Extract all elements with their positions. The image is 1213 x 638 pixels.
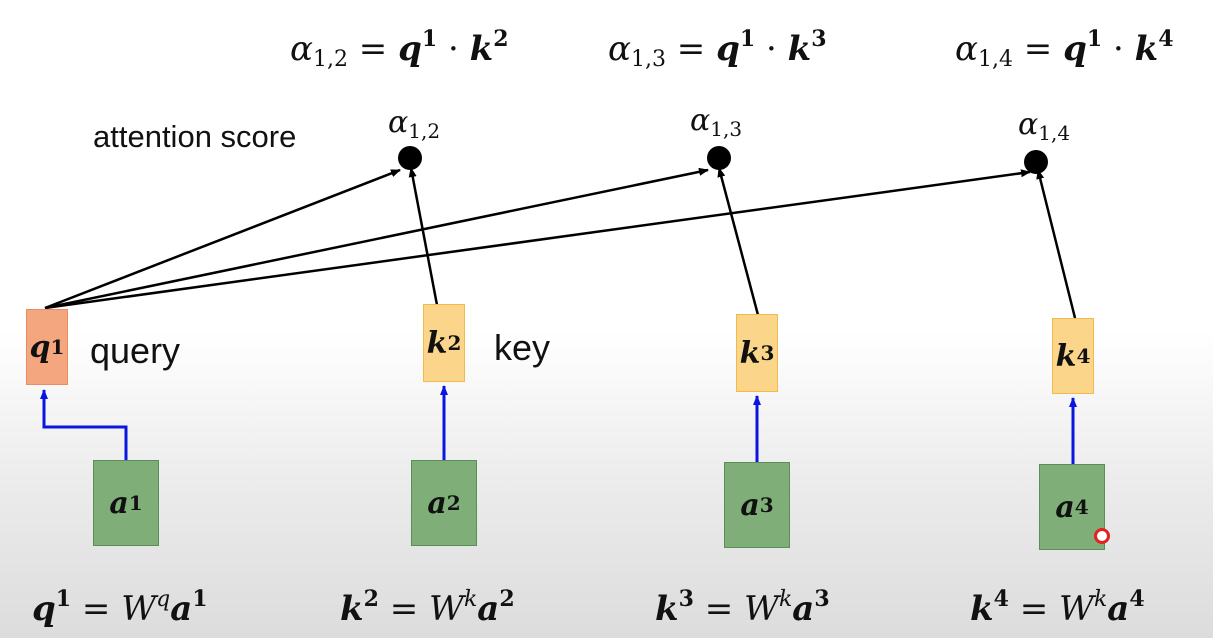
attention-score-label: attention score (93, 119, 297, 154)
score-node-alpha12 (398, 146, 422, 170)
arrow-a1-to-q1 (40, 389, 128, 460)
score-node-label-alpha14: α1,4 (1018, 107, 1071, 145)
arrow-k2-to-alpha12 (408, 167, 439, 306)
equation-alpha14: α1,4 = q1 · k4 (955, 26, 1174, 72)
equation-k4: k4 = Wka4 (970, 586, 1145, 629)
equation-alpha12: α1,2 = q1 · k2 (290, 26, 509, 72)
score-node-label-alpha13: α1,3 (690, 103, 743, 141)
arrow-q1-to-alpha13 (44, 167, 709, 310)
score-node-alpha13 (707, 146, 731, 170)
arrow-q1-to-alpha14 (44, 169, 1031, 310)
query-label: query (90, 330, 181, 371)
equation-alpha13: α1,3 = q1 · k3 (608, 26, 827, 72)
key-label: key (494, 327, 551, 368)
score-node-alpha14 (1024, 150, 1048, 174)
pointer-cursor-icon (1094, 528, 1110, 544)
arrow-k4-to-alpha14 (1036, 169, 1077, 319)
arrow-q1-to-alpha12 (44, 168, 401, 310)
equation-k3: k3 = Wka3 (655, 586, 830, 629)
equation-q1: q1 = Wqa1 (32, 586, 208, 629)
score-node-label-alpha12: α1,2 (388, 105, 441, 143)
equation-k2: k2 = Wka2 (340, 586, 515, 629)
arrow-k3-to-alpha13 (717, 167, 760, 316)
